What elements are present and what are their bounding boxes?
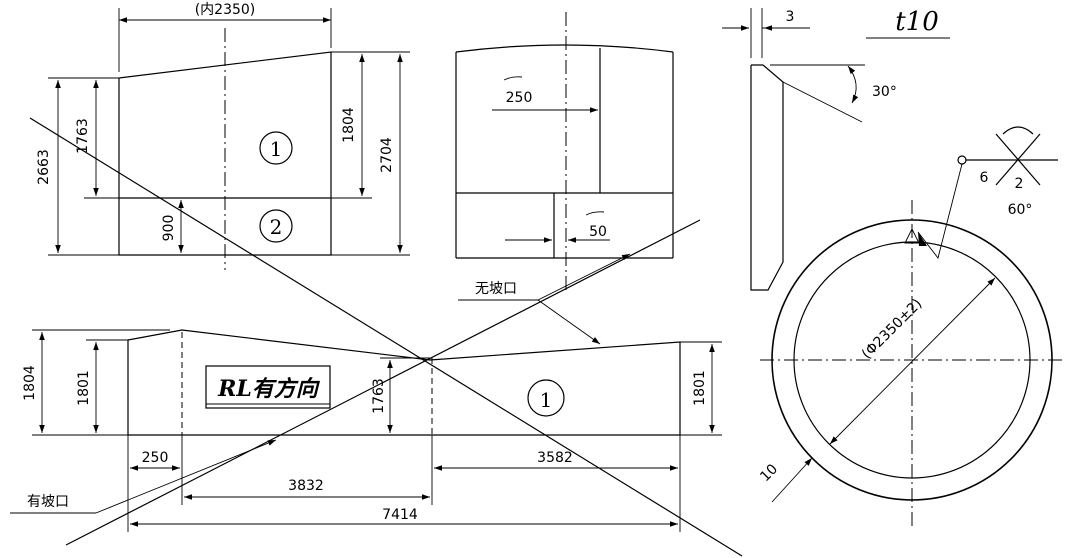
diagonal-line	[65, 219, 701, 546]
dim-250-bottom: 250	[142, 450, 169, 466]
crossing-leaders: 无坡口 有坡口	[10, 117, 743, 557]
dim-7414: 7414	[382, 507, 418, 523]
dim-line-diameter	[829, 277, 996, 445]
dim-2663: 2663	[36, 149, 52, 185]
arc-symbol	[503, 76, 523, 81]
with-bevel-label: 有坡口	[27, 494, 69, 510]
dim-1804-top: 1804	[341, 107, 357, 143]
dim-10: 10	[757, 461, 781, 485]
dim-3832: 3832	[288, 478, 324, 494]
dim-inner-width: (内2350)	[195, 2, 256, 18]
curved-top	[455, 44, 674, 53]
no-bevel-arrow-down	[537, 299, 601, 345]
dim-1801-left: 1801	[76, 370, 92, 406]
dim-50: 50	[589, 224, 607, 240]
part-label-1-top: 1	[270, 137, 283, 161]
arc-symbol	[585, 211, 605, 216]
weld-leader	[917, 163, 963, 260]
part-bubble-1-bottom	[527, 379, 565, 417]
dim-1804-bottom: 1804	[22, 365, 38, 401]
with-bevel-arrow	[95, 439, 277, 514]
dim-line-10	[771, 457, 813, 503]
top-middle-view: 250 50	[455, 12, 674, 290]
dim-diameter: (Φ2350±2)	[859, 296, 926, 363]
long-panel-outline	[127, 329, 681, 436]
seam-mark	[904, 227, 920, 244]
plate-section: 3 t10 30°	[722, 7, 950, 291]
dim-1801-right: 1801	[692, 370, 708, 406]
dim-1763-top: 1763	[75, 118, 91, 154]
diagonal-line	[29, 117, 743, 557]
no-bevel-label: 无坡口	[475, 281, 517, 297]
plate-profile	[750, 64, 784, 291]
rl-direction-label: RL有方向	[217, 376, 321, 402]
dim-900: 900	[161, 215, 177, 242]
dim-2704: 2704	[379, 137, 395, 173]
weld-6: 6	[980, 170, 989, 186]
dim-3582: 3582	[537, 450, 573, 466]
part-label-1-bottom: 1	[540, 388, 553, 412]
weld-2: 2	[1015, 176, 1024, 192]
ring-view: (Φ2350±2) 10	[757, 200, 1064, 528]
dim-250-top: 250	[506, 90, 533, 106]
dim-1763-bottom: 1763	[371, 378, 387, 414]
part-bubble-2	[259, 209, 293, 243]
angle-bevel-line	[782, 81, 863, 123]
part-bubble-1	[259, 131, 293, 165]
weld-arrowhead	[918, 232, 927, 246]
weld-x-line	[995, 133, 1041, 186]
weld-60: 60°	[1008, 202, 1033, 218]
angle-arc-30	[847, 65, 859, 104]
bottom-view: 1804 1801 1763 1801 RL有方向 1 250 3582 383…	[22, 329, 722, 532]
weld-field-circle	[957, 155, 967, 165]
no-bevel-arrow-up	[537, 253, 631, 301]
top-left-view: (内2350) 2663 1763 1804 2704 900 1 2	[36, 2, 410, 270]
angle-30: 30°	[872, 84, 897, 100]
part-label-2: 2	[270, 215, 283, 239]
weld-arc	[1002, 126, 1034, 135]
dim-3: 3	[786, 9, 795, 25]
weld-symbol: 6 2 60°	[917, 126, 1058, 260]
rl-box	[205, 365, 331, 409]
thickness-label: t10	[895, 7, 939, 37]
